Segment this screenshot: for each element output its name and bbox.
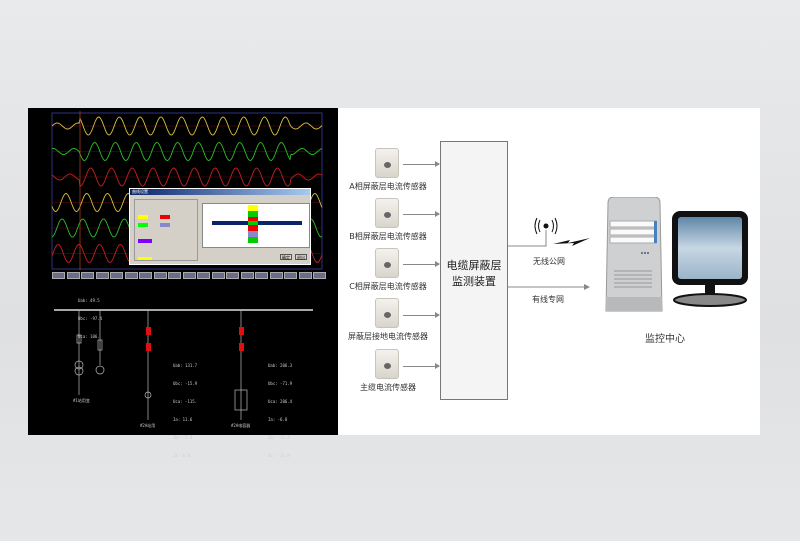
readout-line: Ib: -11.4 (268, 435, 290, 440)
waveform-trace (51, 167, 323, 187)
feeder-1-name: #1站用变 (73, 398, 90, 403)
readout-line: Ubc: -71.9 (268, 381, 293, 386)
bus-uca: Uca: 106. (78, 334, 100, 339)
toolbar-button[interactable] (52, 272, 65, 279)
readout-line: Uab: 131.7 (173, 363, 198, 368)
sensor-c-image (375, 248, 399, 278)
arrow (403, 161, 440, 167)
feeder-2-name: #2A站用 (140, 423, 156, 428)
dialog-ok-button[interactable]: 确定 (280, 254, 292, 260)
toolbar-button[interactable] (313, 272, 326, 279)
readout-line: Ia: -6.8 (268, 417, 288, 422)
toolbar-button[interactable] (269, 272, 283, 279)
sensor-c-label: C相屏蔽层电流传感器 (349, 282, 427, 291)
arrow (403, 211, 440, 217)
sensor-b-label: B相屏蔽层电流传感器 (349, 232, 427, 241)
toolbar-button[interactable] (255, 272, 268, 279)
toolbar-button[interactable] (197, 272, 210, 279)
dialog-cancel-button[interactable]: 退出 (295, 254, 307, 260)
toolbar-button[interactable] (81, 272, 94, 279)
feeder-2-readout: Uab: 131.7 Ubc: -15.9 Uca: -115. Ia: 11.… (173, 351, 197, 471)
settings-dialog: 曲线设置 确定 退出 (129, 188, 311, 265)
toolbar-button[interactable] (66, 272, 80, 279)
sensor-a-label: A相屏蔽层电流传感器 (349, 182, 427, 191)
bus-uab: Uab: 49.5 (78, 298, 100, 303)
toolbar-button[interactable] (139, 272, 152, 279)
device-label-1: 电缆屏蔽层 (446, 259, 502, 272)
antenna-icon (534, 217, 558, 235)
sensor-b-image (375, 198, 399, 228)
readout-line: Ic: -11.9 (268, 453, 290, 458)
sensor-main-image (375, 349, 399, 379)
device-label-2: 监测装置 (452, 275, 496, 288)
monitor-icon (672, 211, 748, 307)
monitoring-center-label: 监控中心 (645, 334, 685, 345)
arrow (403, 312, 440, 318)
readout-line: Uab: 206.3 (268, 363, 293, 368)
bus-readout: Uab: 49.5 Ubc: -97.4 Uca: 106. (78, 286, 102, 352)
toolbar-button[interactable] (95, 272, 109, 279)
feeder-3-name: #2A电容器 (231, 423, 251, 428)
wireless-label: 无线公网 (533, 257, 565, 266)
toolbar-button[interactable] (226, 272, 239, 279)
readout-line: Uca: -115. (173, 399, 198, 404)
readout-line: Ic: 6.8 (173, 453, 190, 458)
network-links (508, 217, 590, 290)
toolbar-button[interactable] (110, 272, 123, 279)
sensor-ground-label: 屏蔽层接地电流传感器 (348, 332, 428, 341)
lightning-icon (553, 238, 590, 246)
readout-line: Ib: -7.4 (173, 435, 193, 440)
toolbar-button[interactable] (211, 272, 225, 279)
plot-frame (51, 112, 323, 270)
toolbar-button[interactable] (153, 272, 167, 279)
toolbar-button[interactable] (284, 272, 297, 279)
toolbar-button[interactable] (168, 272, 181, 279)
monitoring-device-box: 电缆屏蔽层 监测装置 (440, 141, 508, 400)
waveform-trace (51, 142, 323, 161)
monitoring-software-screenshot: 曲线设置 确定 退出 Uab: 49.5 Ubc: -97.4 Uca: 106… (28, 108, 338, 458)
single-line-diagram (54, 309, 313, 420)
server-and-monitor (605, 197, 748, 312)
readout-line: Ia: 11.6 (173, 417, 193, 422)
toolbar-button[interactable] (182, 272, 196, 279)
toolbar-button[interactable] (240, 272, 254, 279)
arrow (403, 261, 440, 267)
sensor-a-image (375, 148, 399, 178)
wired-label: 有线专网 (532, 295, 564, 304)
toolbar-button[interactable] (298, 272, 312, 279)
server-icon (605, 197, 663, 312)
toolbar-button[interactable] (124, 272, 138, 279)
bus-ubc: Ubc: -97.4 (78, 316, 103, 321)
sensor-main-label: 主缆电流传感器 (360, 383, 416, 392)
dialog-title: 曲线设置 (130, 189, 310, 195)
waveform-trace (51, 116, 323, 136)
arrow (403, 363, 440, 369)
feeder-3-readout: Uab: 206.3 Ubc: -71.9 Uca: 206.4 Ia: -6.… (268, 351, 292, 471)
readout-line: Ubc: -15.9 (173, 381, 198, 386)
readout-line: Uca: 206.4 (268, 399, 293, 404)
sensor-ground-image (375, 298, 399, 328)
